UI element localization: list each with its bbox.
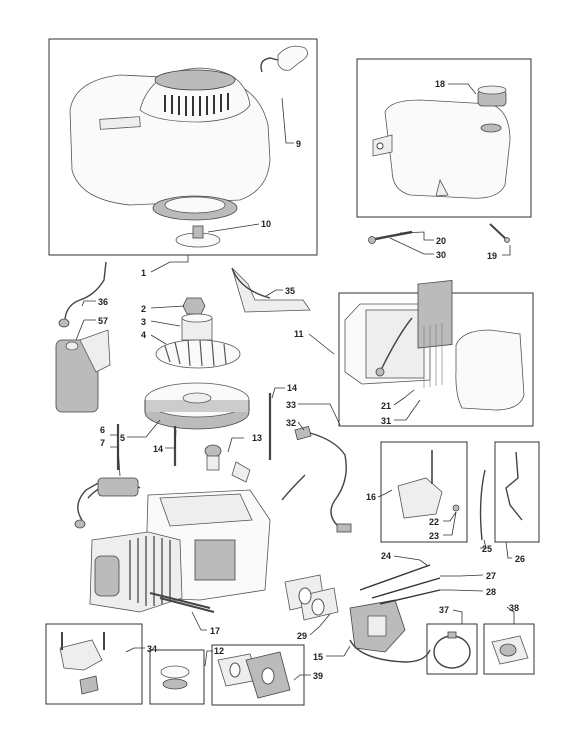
- flywheel-nut: [182, 297, 206, 315]
- gasket-kit: [217, 651, 291, 699]
- callout-1: 1: [141, 268, 146, 278]
- callout-37: 37: [439, 605, 449, 615]
- starter-cup: [181, 313, 213, 341]
- callout-17: 17: [210, 626, 220, 636]
- brake-assembly: [59, 632, 105, 695]
- oring-kit: [433, 631, 471, 669]
- callout-23: 23: [429, 531, 439, 541]
- fuel-valve: [491, 635, 529, 665]
- stop-switch-wire: [281, 432, 352, 533]
- governor-bracket-box: [380, 441, 468, 543]
- callout-39: 39: [313, 671, 323, 681]
- governor-parts: [204, 444, 251, 483]
- throttle-rod-box: [494, 441, 540, 543]
- callout-3: 3: [141, 317, 146, 327]
- callout-13: 13: [252, 433, 262, 443]
- starter-ratchet: [160, 665, 190, 690]
- starter-ratchet-box: [149, 649, 205, 705]
- tank-bolt: [368, 230, 413, 244]
- starter-handle: [260, 45, 308, 73]
- callout-5: 5: [120, 433, 125, 443]
- callout-6: 6: [100, 425, 105, 435]
- callout-25: 25: [482, 544, 492, 554]
- muffler-heat-shield: [231, 267, 311, 313]
- callout-27: 27: [486, 571, 496, 581]
- governor-bracket: [397, 450, 460, 519]
- head-bolts: [149, 592, 215, 613]
- callout-24: 24: [381, 551, 391, 561]
- callout-18: 18: [435, 79, 445, 89]
- callout-33: 33: [286, 400, 296, 410]
- callout-4: 4: [141, 330, 146, 340]
- callout-2: 2: [141, 304, 146, 314]
- callout-34: 34: [147, 644, 157, 654]
- callout-14-upper: 14: [287, 383, 297, 393]
- callout-21: 21: [381, 401, 391, 411]
- fan-blade: [155, 339, 241, 369]
- callout-36: 36: [98, 297, 108, 307]
- callout-12: 12: [214, 646, 224, 656]
- carburetor: [349, 599, 431, 663]
- throttle-rod: [505, 451, 523, 521]
- callout-28: 28: [486, 587, 496, 597]
- callout-7: 7: [100, 438, 105, 448]
- callout-57: 57: [98, 316, 108, 326]
- callout-leader-lines: [75, 83, 515, 681]
- callout-31: 31: [381, 416, 391, 426]
- callout-35: 35: [285, 286, 295, 296]
- callout-22: 22: [429, 517, 439, 527]
- spark-plug-wire: [58, 261, 107, 328]
- fuel-tank: [372, 99, 511, 199]
- air-filter-base: [344, 303, 431, 385]
- fuel-valve-box: [483, 623, 535, 675]
- callout-15: 15: [313, 652, 323, 662]
- callout-38: 38: [509, 603, 519, 613]
- fuel-tank-box: [356, 58, 532, 218]
- air-filter-element: [417, 280, 453, 388]
- tank-pin: [489, 223, 510, 243]
- callout-20: 20: [436, 236, 446, 246]
- stop-switch: [294, 425, 312, 441]
- brake-assembly-box: [45, 623, 143, 705]
- throttle-linkages: [359, 564, 441, 605]
- callout-29: 29: [297, 631, 307, 641]
- callout-19: 19: [487, 251, 497, 261]
- intake-gaskets: [284, 574, 339, 621]
- cylinder-head: [74, 481, 183, 613]
- callout-26: 26: [515, 554, 525, 564]
- recoil-starter-housing: [69, 67, 271, 221]
- oring-kit-box: [426, 623, 478, 675]
- callout-9: 9: [296, 139, 301, 149]
- starter-pulley: [175, 225, 221, 248]
- callout-14-lower: 14: [153, 444, 163, 454]
- air-filter-cover: [455, 329, 525, 411]
- flywheel: [144, 382, 250, 430]
- starter-assembly-box: [48, 38, 318, 256]
- callout-30: 30: [436, 250, 446, 260]
- breather-tube: [87, 477, 141, 499]
- callout-16: 16: [366, 492, 376, 502]
- callout-11: 11: [294, 329, 304, 339]
- callout-10: 10: [261, 219, 271, 229]
- choke-spring: [479, 469, 486, 541]
- ignition-coil: [55, 329, 111, 413]
- fuel-cap: [477, 85, 507, 133]
- callout-32: 32: [286, 418, 296, 428]
